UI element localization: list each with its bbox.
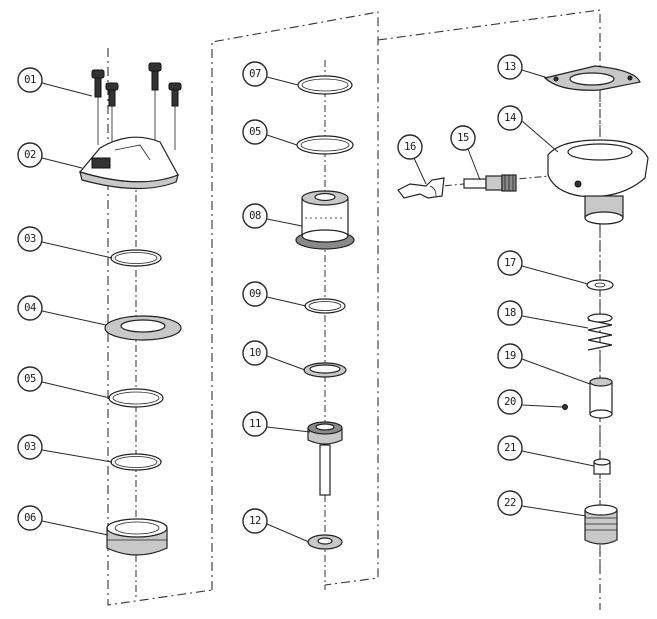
callout-21-label: 21 <box>504 442 516 454</box>
callout-22-label: 22 <box>504 497 516 509</box>
callout-06-label: 06 <box>24 512 36 524</box>
leader-lines <box>41 69 595 543</box>
part-18-spring <box>587 313 613 351</box>
callouts: 01 02 03 04 05 03 06 07 05 08 09 10 11 1… <box>17 54 523 534</box>
callout-08-label: 08 <box>249 210 261 222</box>
part-16-clip <box>397 177 445 199</box>
callout-16: 16 <box>397 134 423 160</box>
part-17-disc <box>586 279 614 291</box>
callout-18: 18 <box>497 300 523 326</box>
part-03-ring-lower <box>110 453 162 471</box>
part-20-ball <box>562 404 568 410</box>
callout-05-left-label: 05 <box>24 373 36 385</box>
part-05-ring-middle <box>296 135 354 155</box>
part-05-ring-left <box>108 388 164 408</box>
callout-20: 20 <box>497 389 523 415</box>
callout-10-label: 10 <box>249 347 261 359</box>
callout-11: 11 <box>242 411 268 437</box>
part-11-valve-stem <box>307 421 343 496</box>
callout-13-label: 13 <box>504 61 516 73</box>
part-21-plug <box>593 458 611 475</box>
callout-07-label: 07 <box>249 68 261 80</box>
callout-05-left: 05 <box>17 366 43 392</box>
callout-02: 02 <box>17 142 43 168</box>
part-19-valve-seat <box>589 377 613 419</box>
callout-13: 13 <box>497 54 523 80</box>
part-02-top-cover <box>78 136 179 190</box>
callout-01: 01 <box>17 67 43 93</box>
callout-10: 10 <box>242 340 268 366</box>
callout-12: 12 <box>242 508 268 534</box>
callout-15-label: 15 <box>457 132 469 144</box>
part-13-gasket <box>543 65 641 91</box>
callout-19: 19 <box>497 343 523 369</box>
assembly-frames <box>107 9 601 610</box>
callout-03-lower-label: 03 <box>24 441 36 453</box>
callout-14: 14 <box>497 105 523 131</box>
callout-04: 04 <box>17 295 43 321</box>
callout-16-label: 16 <box>404 141 416 153</box>
callout-05-middle-label: 05 <box>249 126 261 138</box>
callout-09: 09 <box>242 281 268 307</box>
callout-05-middle: 05 <box>242 119 268 145</box>
callout-21: 21 <box>497 435 523 461</box>
part-07-ring <box>297 75 353 95</box>
frame-right <box>377 9 601 610</box>
callout-03-lower: 03 <box>17 434 43 460</box>
callout-03-upper-label: 03 <box>24 233 36 245</box>
callout-03-upper: 03 <box>17 226 43 252</box>
part-06-collar <box>106 518 168 556</box>
callout-02-label: 02 <box>24 149 36 161</box>
callout-15: 15 <box>450 125 476 151</box>
frame-left <box>107 48 213 606</box>
callout-20-label: 20 <box>504 396 516 408</box>
part-09-ring <box>304 298 346 314</box>
callout-19-label: 19 <box>504 350 516 362</box>
callout-14-label: 14 <box>504 112 516 124</box>
part-14-housing <box>547 139 649 225</box>
callout-11-label: 11 <box>249 418 261 430</box>
part-12-washer <box>307 534 343 550</box>
part-03-ring-upper <box>110 249 162 267</box>
part-04-washer <box>104 315 182 341</box>
part-10-ring <box>303 362 347 378</box>
callout-07: 07 <box>242 61 268 87</box>
center-axes <box>135 60 601 600</box>
callout-06: 06 <box>17 505 43 531</box>
callout-17-label: 17 <box>504 257 516 269</box>
callout-12-label: 12 <box>249 515 261 527</box>
callout-18-label: 18 <box>504 307 516 319</box>
callout-09-label: 09 <box>249 288 261 300</box>
part-15-valve-fitting <box>463 174 517 192</box>
callout-08: 08 <box>242 203 268 229</box>
frame-middle <box>211 11 379 590</box>
callout-04-label: 04 <box>24 302 36 314</box>
callout-01-label: 01 <box>24 74 36 86</box>
part-08-piston-body <box>295 190 355 250</box>
callout-17: 17 <box>497 250 523 276</box>
part-01-screws <box>91 62 182 150</box>
callout-22: 22 <box>497 490 523 516</box>
part-22-end-cap <box>584 504 618 545</box>
